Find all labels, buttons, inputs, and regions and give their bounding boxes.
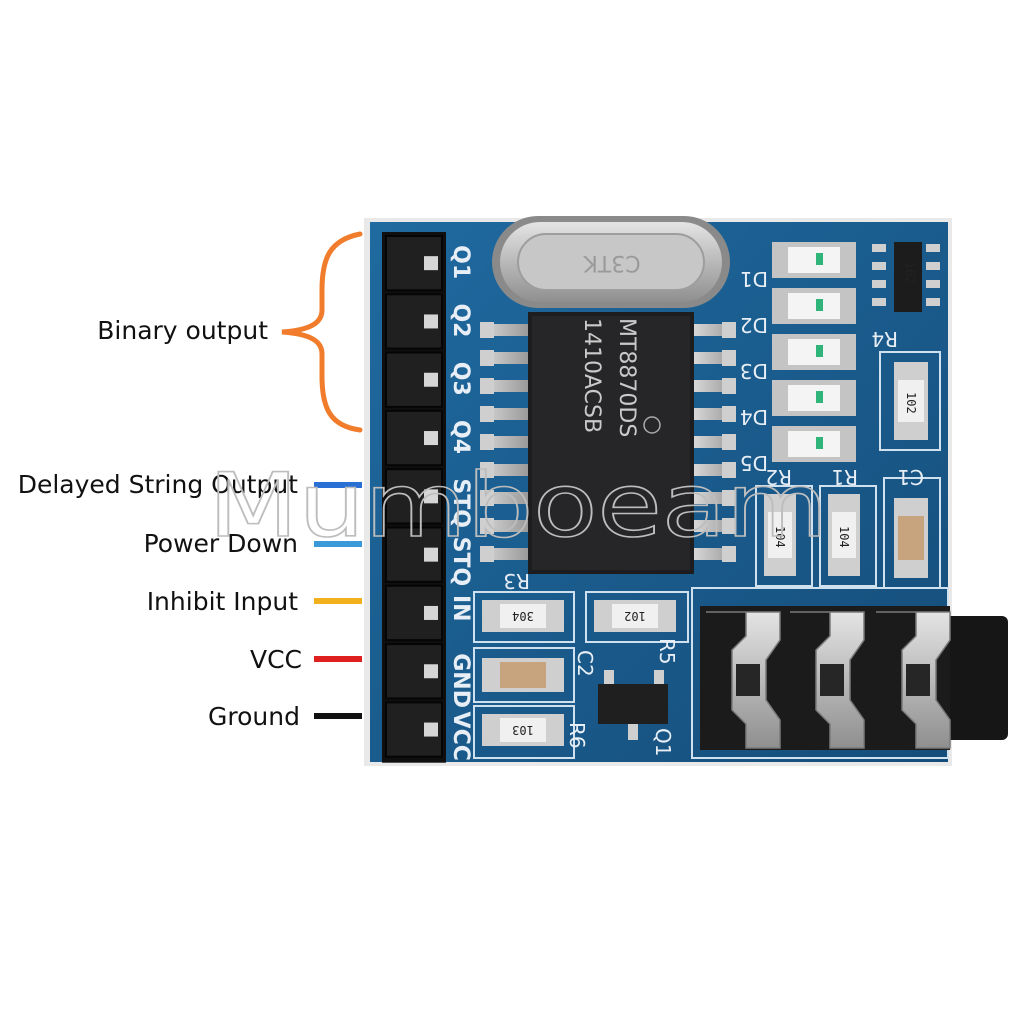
- binary-output-label: Binary output: [97, 316, 268, 345]
- pin-label-6: STQ: [448, 537, 473, 587]
- delayed-string-output-wire: [314, 482, 362, 488]
- r2-code: 104: [773, 526, 787, 548]
- small-ic-code: 102: [903, 262, 917, 284]
- led-label-1: D1: [740, 267, 768, 291]
- r5-code: 102: [624, 609, 646, 623]
- chip-marking-line2: 1410ACSB: [579, 318, 604, 433]
- r3-code: 304: [512, 609, 534, 623]
- r6-code: 103: [512, 723, 534, 737]
- label-r3: R3: [503, 569, 530, 593]
- pin-label-2: Q2: [448, 303, 473, 337]
- crystal-marking: C3TK: [583, 250, 641, 275]
- audio-jack: [700, 606, 1008, 750]
- label-r6: R6: [565, 722, 589, 749]
- resistor-r6: 103: [482, 714, 564, 746]
- resistor-r5: 102: [594, 600, 676, 632]
- r1-code: 104: [837, 526, 851, 548]
- pin-label-5: STQ: [448, 478, 473, 528]
- power-down-label: Power Down: [144, 529, 298, 558]
- inhibit-input-label: Inhibit Input: [147, 587, 299, 616]
- vcc-wire: [314, 656, 362, 662]
- r4-code: 102: [904, 392, 918, 414]
- binary-output-brace: [281, 231, 363, 433]
- resistor-r3: 304: [482, 600, 564, 632]
- label-q1: Q1: [651, 728, 675, 756]
- capacitor-c1: [894, 498, 928, 578]
- pin-label-8: GND: [448, 653, 473, 708]
- capacitor-c2: [482, 658, 564, 692]
- label-r4: R4: [871, 327, 898, 351]
- annotations: Binary output Delayed String Output Powe…: [18, 231, 363, 731]
- component-labels: R4 R2 R1 C1 R3 C2 R5 R6 Q1: [503, 327, 924, 756]
- led-label-2: D2: [740, 313, 768, 337]
- led-label-5: D5: [740, 451, 768, 475]
- pin-header: [382, 232, 446, 763]
- label-r2: R2: [765, 465, 792, 489]
- pin-label-1: Q1: [448, 245, 473, 279]
- led-label-3: D3: [740, 359, 768, 383]
- label-c2: C2: [573, 650, 597, 677]
- label-r1: R1: [831, 465, 858, 489]
- label-r5: R5: [655, 638, 679, 665]
- jack-clip-2: [790, 611, 865, 749]
- label-c1: C1: [897, 465, 924, 489]
- vcc-label: VCC: [250, 645, 302, 674]
- pin-label-3: Q3: [448, 362, 473, 396]
- inhibit-input-wire: [314, 598, 362, 604]
- resistor-r2: 104: [764, 494, 796, 576]
- power-down-wire: [314, 541, 362, 547]
- transistor-q1: [598, 670, 668, 740]
- resistor-r1: 104: [828, 494, 860, 576]
- led-label-4: D4: [740, 405, 768, 429]
- led-column: [772, 242, 856, 462]
- pin-label-4: Q4: [448, 420, 473, 454]
- jack-clip-1: [706, 611, 781, 749]
- ground-label: Ground: [208, 702, 300, 731]
- ground-wire: [314, 713, 362, 719]
- crystal-oscillator: C3TK: [492, 216, 730, 308]
- resistor-r4: 102: [894, 362, 928, 440]
- watermark: Mumboeam: [208, 454, 828, 557]
- jack-clip-3: [876, 611, 951, 749]
- pin-label-7: IN: [448, 595, 473, 622]
- chip-marking-line1: MT8870DS: [614, 318, 639, 437]
- header-pin-4: [385, 409, 443, 467]
- mt8870-chip: MT8870DS 1410ACSB: [480, 312, 736, 574]
- delayed-string-output-label: Delayed String Output: [18, 470, 298, 499]
- small-ic-top-right: 102: [872, 242, 940, 312]
- pin-label-9: VCC: [448, 712, 473, 761]
